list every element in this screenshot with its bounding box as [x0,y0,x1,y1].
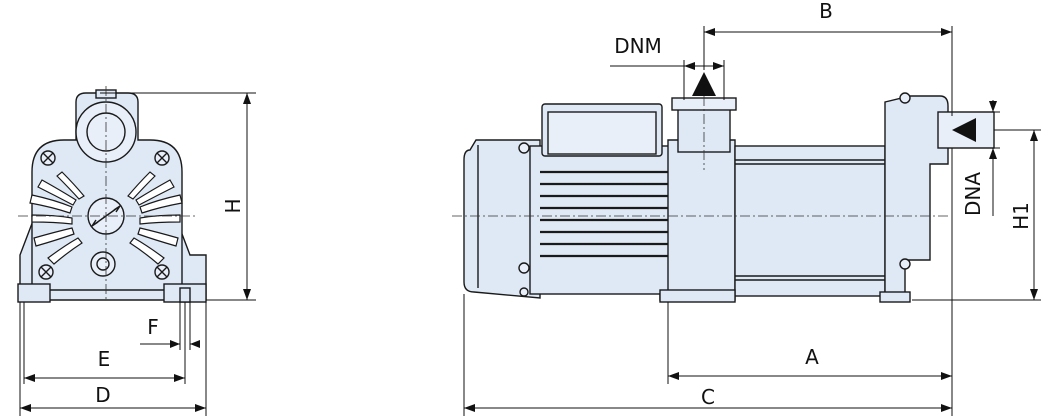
dim-DNA-label: DNA [961,172,985,216]
motor-bolt-foot [519,287,529,297]
side-view-pump-foot [659,289,736,303]
dim-A-label: A [805,345,819,369]
side-view-head-foot [879,291,911,303]
dim-D: D [19,302,207,416]
front-view-foot-left [17,283,51,303]
dim-H1-label: H1 [1009,202,1033,230]
inlet-head-bolt [899,258,911,270]
dim-A: A [667,148,953,384]
side-view-fan-cover [463,139,541,299]
dim-C: C [463,294,953,416]
front-view-foot-slot [179,287,191,303]
dim-DNM: DNM [610,34,725,100]
stage-tie-rods [735,159,885,281]
arrow-up-icon [692,72,716,96]
dim-DNA: DNA [960,100,1000,216]
side-view-cooling-fins [540,170,668,258]
side-view-inlet-head [884,95,949,301]
dim-DNM-label: DNM [614,34,662,58]
inlet-head-plug [899,92,911,104]
front-view-bolts [38,150,170,280]
dim-H: H [100,92,256,301]
dim-F-label: F [147,315,159,339]
dim-B-label: B [819,0,833,23]
dim-H1: H1 [912,129,1041,301]
dim-D-label: D [95,383,110,407]
arrow-left-icon [952,118,976,142]
front-view-drain-plug-inner [96,257,110,271]
terminal-box-lid [547,111,657,155]
front-view: H D E F [17,86,256,416]
motor-bolt-bottom [518,262,530,274]
dim-C-label: C [701,385,715,409]
side-view-pump-stages [734,145,886,297]
dim-B: B [703,0,953,116]
dim-H-label: H [221,198,245,213]
side-view-pump-flange [659,139,736,301]
dim-F: F [140,302,200,350]
dim-E-label: E [98,347,111,371]
side-view: DNM B DNA H1 A [452,0,1041,416]
front-view-radial-ribs [29,171,183,265]
motor-bolt-top [518,142,530,154]
dim-E: E [23,302,186,384]
